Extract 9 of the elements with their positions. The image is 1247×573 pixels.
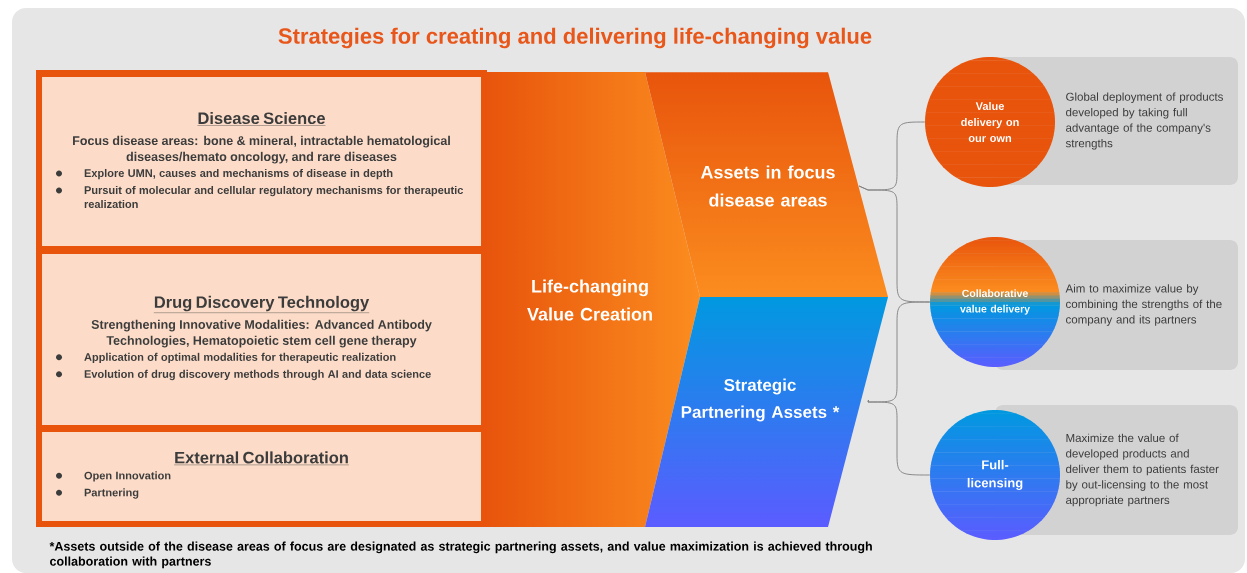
chevron: Life-changing Value Creation (527, 279, 652, 321)
chevron: Strategic Partnering Assets * (681, 378, 840, 422)
brace (867, 399, 931, 476)
text-box: External Collaboration Open Innovation Partnering (42, 432, 481, 521)
chevron: Assets in focus disease areas (700, 165, 835, 207)
text-box: Disease Science Focus disease areas: bone & mineral, intractable hematological diseases/hemato oncology, and rare diseases Explore UMN, causes and mechanisms of disease in depth Pursuit of molecular and cellular regulatory mechanisms for therapeutic realization (42, 77, 481, 246)
footnote: *Assets outside of the disease areas of focus are designated as strategic partnering assets, and value maximization is achieved through collaboration with partners (49, 541, 872, 569)
text-box: Drug Discovery Technology Strengthening Innovative Modalities: Advanced Antibody Technologies, Hematopoietic stem cell gene therapy Application of optimal modalities for therapeutic realization Evolution of drug discovery methods through AI and data science (42, 254, 481, 425)
title: Strategies for creating and delivering life-changing value (278, 27, 872, 49)
